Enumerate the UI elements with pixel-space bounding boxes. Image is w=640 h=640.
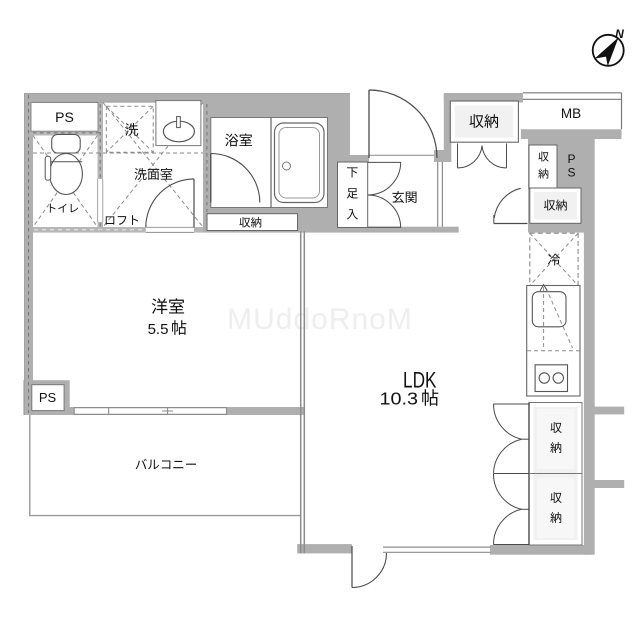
svg-text:MB: MB [561, 106, 581, 121]
svg-text:5.5: 5.5 [148, 321, 169, 338]
svg-text:PS: PS [39, 390, 57, 405]
svg-text:LDK: LDK [403, 368, 437, 393]
svg-text:MUddoRnoM: MUddoRnoM [227, 303, 413, 336]
svg-text:PS: PS [55, 109, 74, 125]
svg-text:10.3: 10.3 [380, 389, 419, 409]
svg-text:S: S [567, 166, 575, 180]
svg-text:N: N [615, 27, 624, 41]
svg-text:P: P [567, 152, 575, 166]
